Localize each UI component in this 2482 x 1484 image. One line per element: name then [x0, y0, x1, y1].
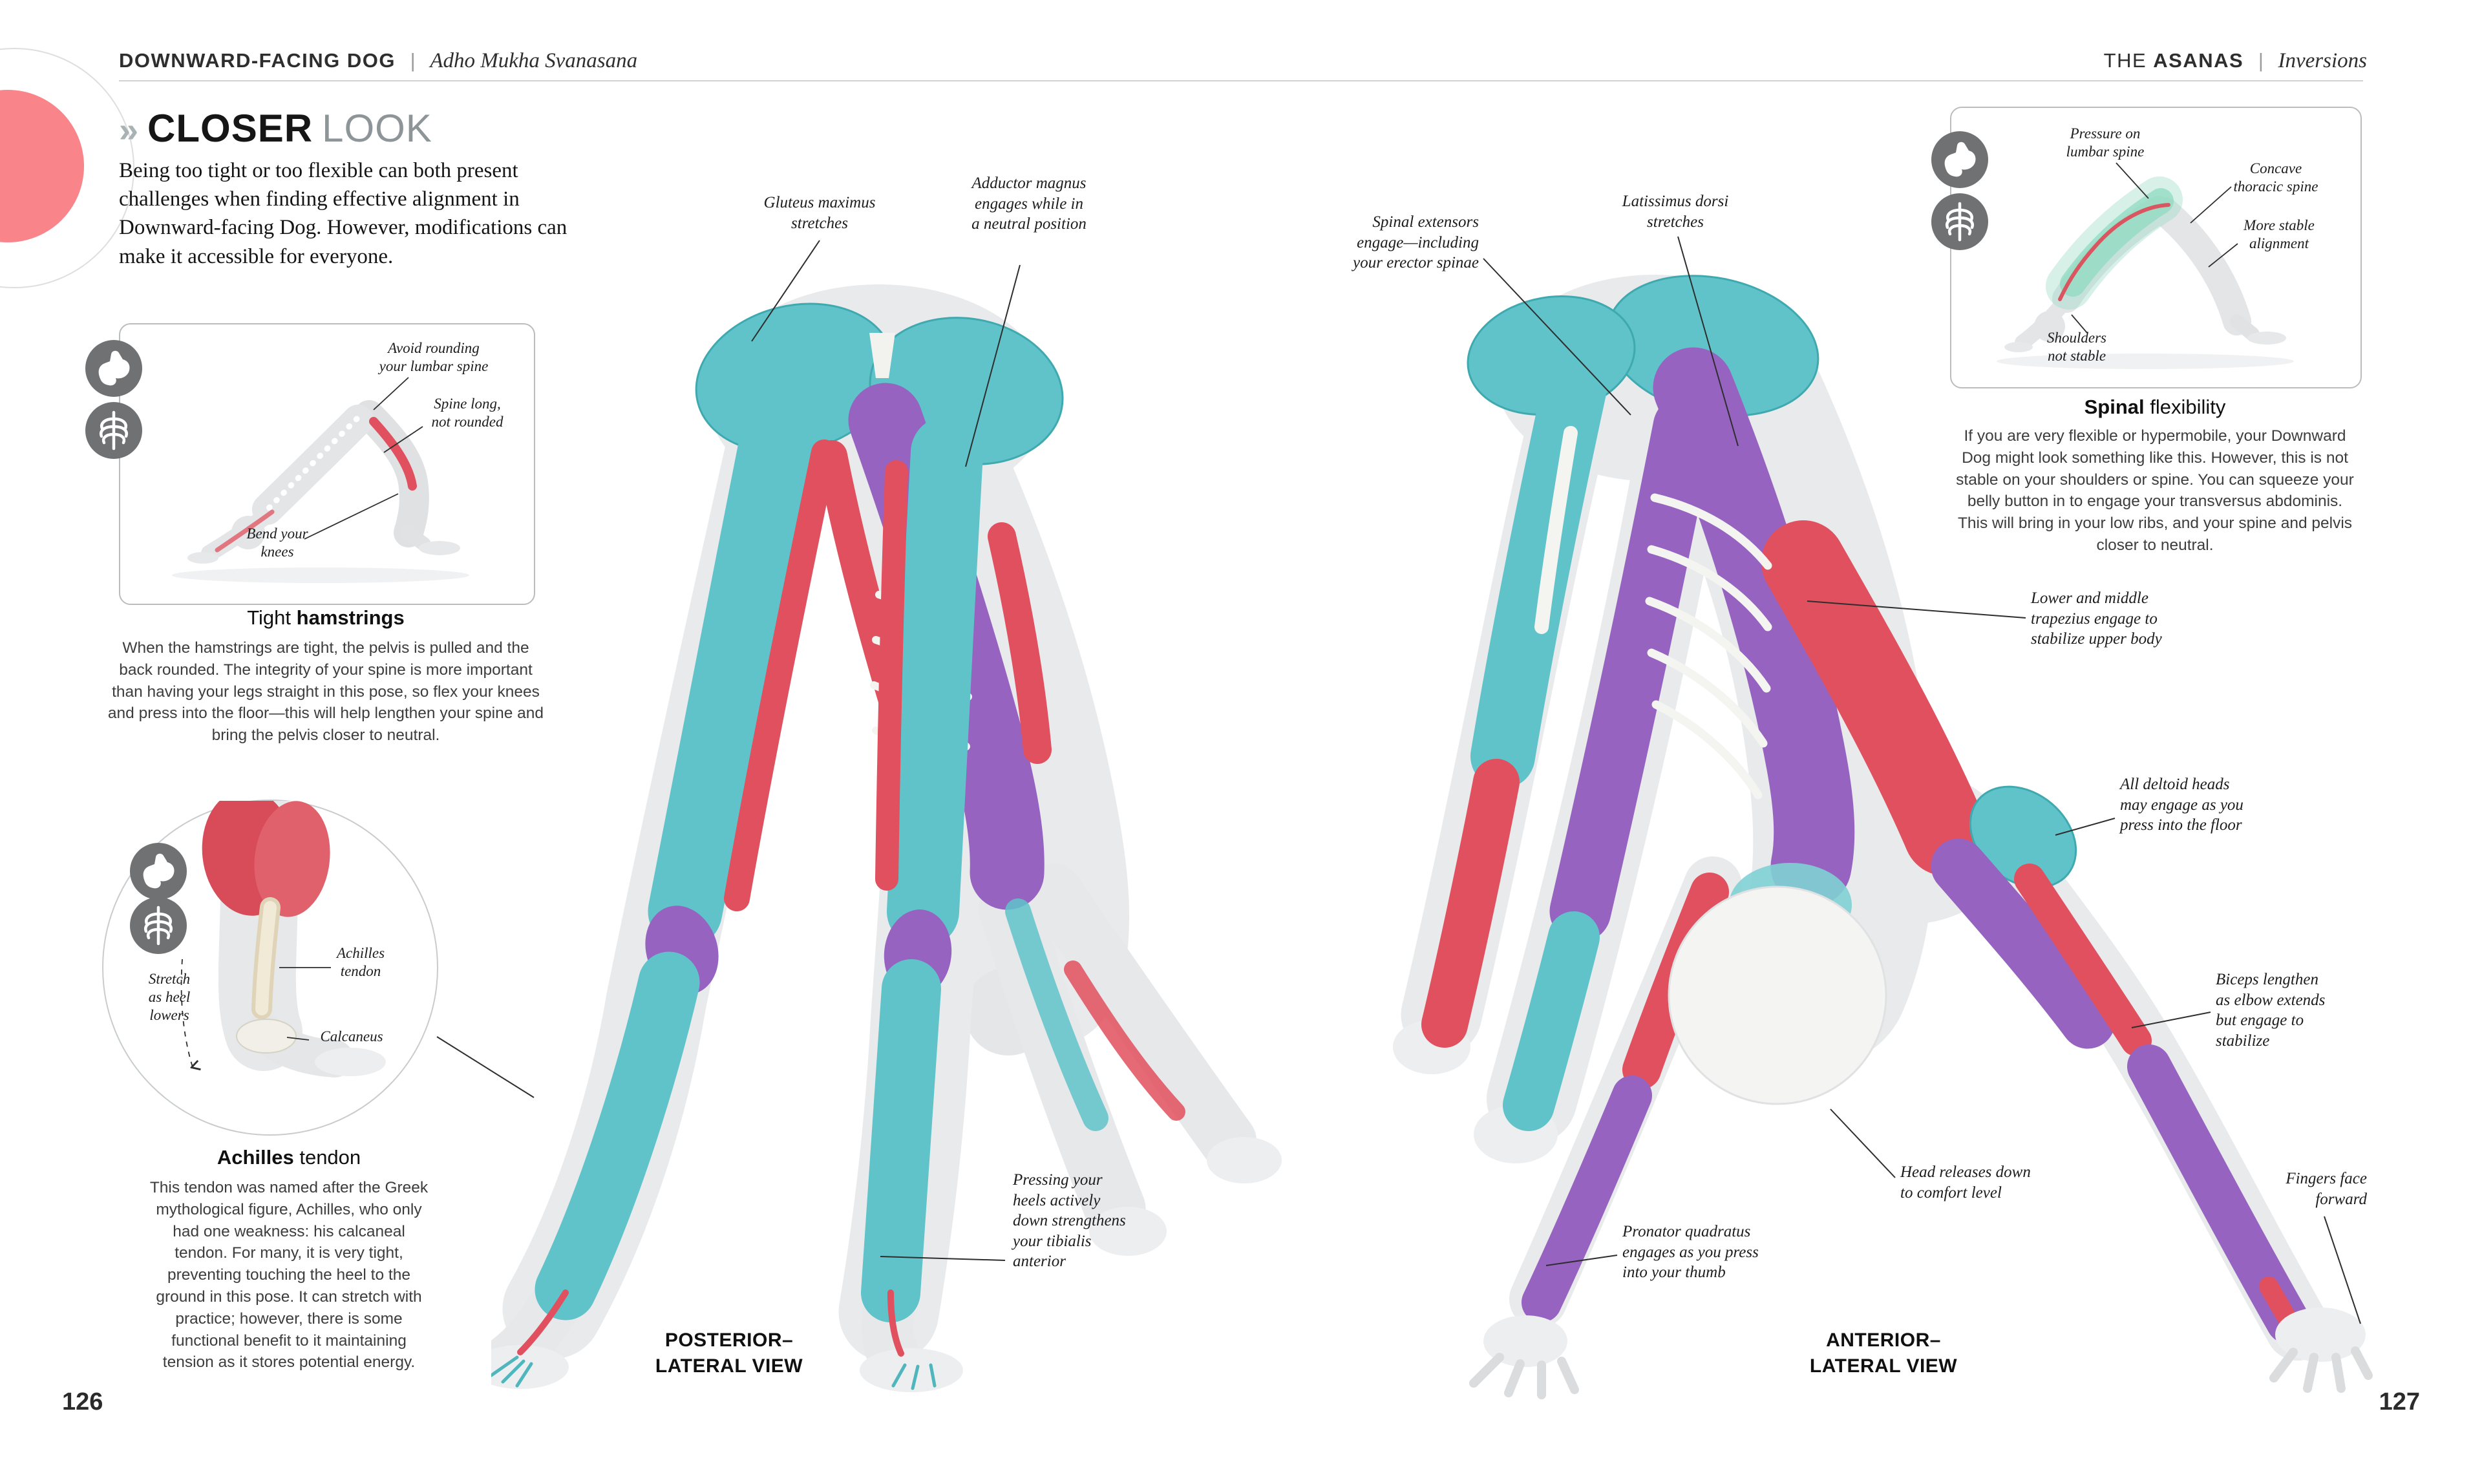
label-bend-knees: Bend your knees — [246, 525, 308, 560]
spinal-flexibility-illustration — [1997, 162, 2294, 369]
pose-sanskrit-title: Adho Mukha Svanasana — [430, 49, 638, 72]
annotation-latissimus: Latissimus dorsi stretches — [1622, 193, 1729, 231]
ribcage-icon — [100, 410, 128, 450]
annotation-fingers: Fingers face forward — [2286, 1170, 2367, 1208]
annotation-gluteus: Gluteus maximus stretches — [763, 194, 876, 232]
label-achilles-tendon: Achilles tendon — [336, 944, 385, 979]
caption-bold: Spinal — [2084, 396, 2145, 418]
muscular-system-badge — [85, 340, 142, 397]
label-pressure-lumbar: Pressure on lumbar spine — [2066, 125, 2145, 160]
caption-bold: hamstrings — [296, 606, 405, 629]
tight-hamstrings-body: When the hamstrings are tight, the pelvi… — [107, 639, 544, 745]
ribcage-icon — [1946, 202, 1974, 242]
page-number-left: 126 — [62, 1388, 103, 1415]
posterior-view-label: POSTERIOR– LATERAL VIEW — [655, 1330, 803, 1377]
caption-plain: flexibility — [2144, 396, 2226, 418]
muscular-system-badge — [130, 843, 187, 900]
posterior-lateral-anatomy-figure — [491, 284, 1282, 1392]
achilles-illustration — [180, 801, 386, 1077]
label-calcaneus: Calcaneus — [320, 1028, 383, 1044]
label-concave-thoracic: Concave thoracic spine — [2233, 160, 2318, 195]
spinal-flexibility-caption: Spinal flexibility — [2084, 396, 2226, 419]
chevrons-icon: » — [119, 111, 139, 149]
achilles-caption: Achilles tendon — [217, 1146, 361, 1169]
muscle-arm-icon — [98, 350, 130, 386]
page-number-right: 127 — [2379, 1388, 2420, 1415]
annotation-heels: Pressing your heels actively down streng… — [1013, 1171, 1126, 1270]
inset-leader-lines — [180, 959, 331, 1067]
ribcage-icon — [144, 906, 173, 946]
caption-bold: Achilles — [217, 1146, 294, 1169]
spinal-flexibility-body: If you are very flexible or hypermobile,… — [1956, 427, 2354, 554]
header-rule — [119, 80, 2363, 81]
closer-look-title-bold: CLOSER — [147, 107, 313, 150]
muscular-system-badge — [1931, 131, 1988, 188]
skeletal-system-badge — [1931, 193, 1988, 250]
section-title-pre: THE — [2103, 49, 2154, 72]
tight-hamstrings-caption: Tight hamstrings — [247, 606, 405, 630]
caption-plain: Tight — [247, 606, 297, 629]
annotation-spinal-extensors: Spinal extensors engage—including your e… — [1353, 213, 1479, 271]
section-title: ASANAS — [2153, 49, 2244, 72]
annotation-adductor: Adductor magnus engages while in a neutr… — [971, 175, 1087, 233]
label-shoulders-not-stable: Shoulders not stable — [2047, 329, 2106, 364]
annotation-trapezius: Lower and middle trapezius engage to sta… — [2031, 589, 2162, 648]
muscle-arm-icon — [143, 853, 175, 889]
label-stretch-heel: Stretch as heel lowers — [148, 970, 191, 1024]
anterior-view-label: ANTERIOR– LATERAL VIEW — [1809, 1330, 1958, 1377]
box-leader-lines — [2071, 162, 2238, 334]
label-more-stable: More stable alignment — [2243, 217, 2315, 251]
box-leader-lines — [304, 377, 423, 540]
header-left: DOWNWARD-FACING DOG | Adho Mukha Svanasa… — [119, 49, 637, 73]
caption-plain: tendon — [293, 1146, 361, 1169]
skeletal-system-badge — [85, 402, 142, 459]
skeletal-system-badge — [130, 897, 187, 954]
annotation-head: Head releases down to comfort level — [1900, 1163, 2031, 1202]
achilles-body: This tendon was named after the Greek my… — [149, 1179, 429, 1372]
tight-hamstrings-box — [119, 323, 535, 605]
header-separator: | — [410, 49, 416, 72]
annotation-deltoids: All deltoid heads may engage as you pres… — [2120, 776, 2243, 834]
label-avoid-rounding: Avoid rounding your lumbar spine — [379, 339, 489, 374]
intro-paragraph: Being too tight or too flexible can both… — [119, 159, 567, 268]
spinal-flexibility-box — [1950, 107, 2362, 388]
label-spine-long: Spine long, not rounded — [431, 395, 504, 430]
chapter-subtitle: Inversions — [2278, 49, 2367, 72]
annotation-pronator: Pronator quadratus engages as you press … — [1622, 1223, 1759, 1281]
tight-hamstrings-illustration — [172, 377, 469, 583]
annotation-biceps: Biceps lengthen as elbow extends but eng… — [2216, 971, 2326, 1050]
header-separator: | — [2258, 49, 2264, 72]
header-right: THE ASANAS | Inversions — [2104, 49, 2367, 73]
pose-title: DOWNWARD-FACING DOG — [119, 49, 396, 72]
closer-look-title-light: LOOK — [322, 107, 432, 150]
muscle-arm-icon — [1944, 142, 1976, 177]
